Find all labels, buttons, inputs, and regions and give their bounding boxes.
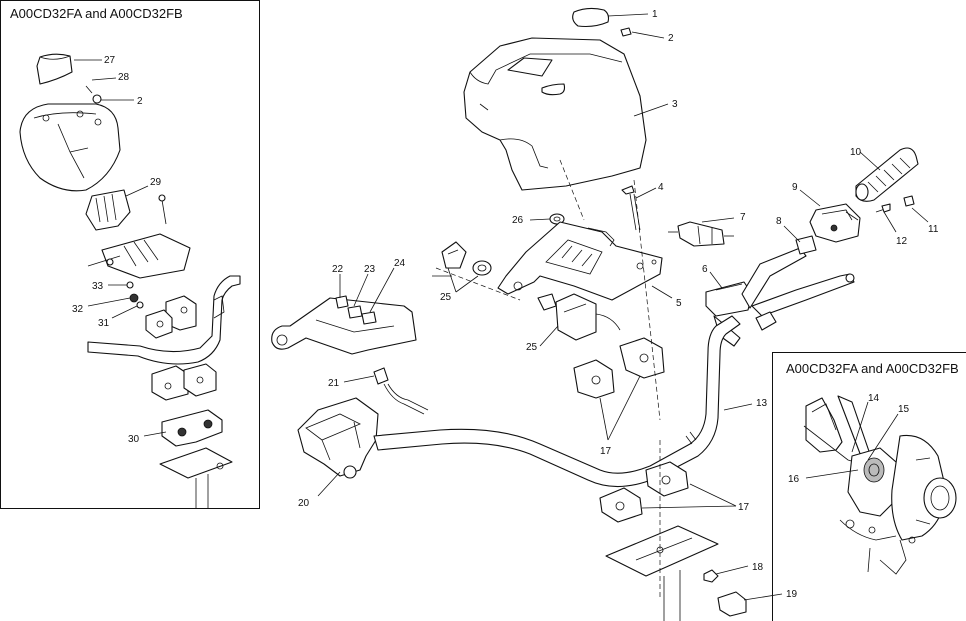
callout-11: 11 (928, 224, 939, 235)
part-17-lower-clamps (599, 461, 689, 523)
callout-4: 4 (658, 182, 664, 193)
callout-9: 9 (792, 182, 798, 193)
part-17-upper-clamps (573, 337, 665, 399)
callout-14: 14 (868, 393, 880, 404)
part-21-harness (373, 367, 429, 415)
part-7-socket (668, 221, 734, 247)
callout-19: 19 (786, 589, 798, 600)
part-26-grommet (549, 213, 565, 225)
part-25-switch-lower (537, 293, 621, 341)
part-inset-brake-assembly (803, 395, 957, 575)
part-headlight-pod (19, 103, 121, 192)
part-33-32-31-fasteners (126, 281, 144, 309)
callout-29: 29 (150, 177, 162, 188)
callout-24: 24 (394, 258, 406, 269)
part-11-screw (903, 195, 915, 207)
callout-10: 10 (850, 147, 862, 158)
left-inset-frame (0, 0, 260, 509)
callout-13: 13 (756, 398, 768, 409)
part-29-switch-block (85, 189, 167, 231)
callout-2: 2 (668, 33, 674, 44)
callout-22: 22 (332, 264, 344, 275)
callout-18: 18 (752, 562, 764, 573)
part-lower-clamps (151, 363, 217, 401)
left-inset-title: A00CD32FA and A00CD32FB (10, 6, 183, 21)
part-3-cover (463, 37, 647, 191)
part-1-pad (572, 7, 610, 28)
callout-17-upper: 17 (600, 446, 612, 457)
callout-28: 28 (118, 72, 130, 83)
part-mount-plate (605, 525, 719, 621)
part-9-throttle (809, 203, 861, 243)
callout-12: 12 (896, 236, 908, 247)
part-19-cap (717, 591, 747, 617)
part-2-screw (620, 27, 632, 37)
part-18-nut (703, 569, 719, 583)
callout-32: 32 (72, 304, 84, 315)
part-30-riser (161, 409, 223, 447)
callout-25-lower: 25 (526, 342, 538, 353)
callout-5: 5 (676, 298, 682, 309)
part-13-handlebar (373, 315, 741, 488)
right-inset-title: A00CD32FA and A00CD32FB (786, 361, 959, 376)
callout-23: 23 (364, 264, 376, 275)
part-mount-bracket (87, 233, 191, 279)
callout-8: 8 (776, 216, 782, 227)
part-27-cap (36, 53, 73, 85)
part-28-screw (85, 85, 102, 104)
callout-31: 31 (98, 318, 110, 329)
callout-26: 26 (512, 215, 524, 226)
part-25-switch-top (432, 241, 492, 277)
callout-6: 6 (702, 264, 708, 275)
callout-21: 21 (328, 378, 340, 389)
part-24-switch-plate (271, 295, 417, 355)
part-inset-handlebar (87, 275, 241, 365)
part-8-grip-end (795, 235, 817, 255)
part-4-bolt (621, 185, 641, 231)
callout-1: 1 (652, 9, 658, 20)
part-10-grip (855, 147, 919, 202)
callout-20: 20 (298, 498, 310, 509)
callout-7: 7 (740, 212, 746, 223)
callout-30: 30 (128, 434, 140, 445)
callout-16: 16 (788, 474, 800, 485)
right-inset-frame (772, 352, 966, 621)
part-12-screw (875, 203, 891, 213)
part-5-bracket (497, 221, 663, 301)
callout-17-lower: 17 (738, 502, 750, 513)
part-upper-clamps (145, 295, 197, 339)
callout-15: 15 (898, 404, 910, 415)
callout-2-inset: 2 (137, 96, 143, 107)
part-inset-mount-plate (159, 447, 233, 508)
part-20-switch-housing (297, 397, 379, 479)
callout-27: 27 (104, 55, 116, 66)
callout-33: 33 (92, 281, 104, 292)
callout-25-top: 25 (440, 292, 452, 303)
callout-3: 3 (672, 99, 678, 110)
